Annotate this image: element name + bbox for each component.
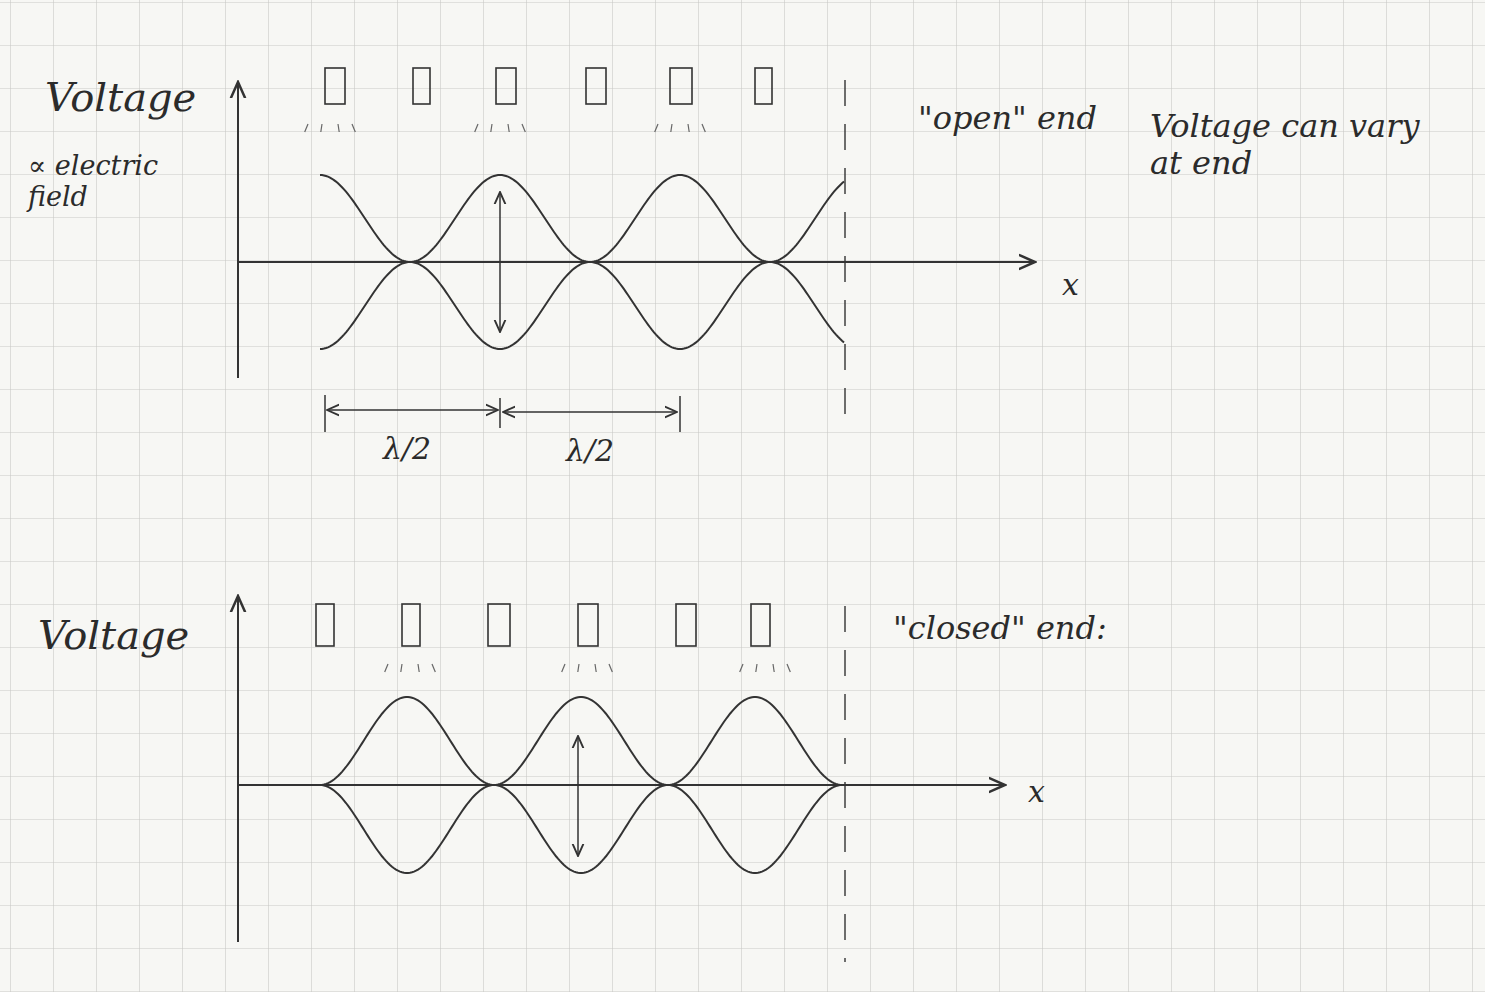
field-mark xyxy=(338,124,339,132)
drift-tube xyxy=(316,604,334,646)
axis-label: x xyxy=(1062,268,1079,303)
field-mark xyxy=(740,664,743,672)
field-mark xyxy=(655,124,658,132)
field-mark xyxy=(491,124,492,132)
y-axis xyxy=(237,596,239,942)
voltage-envelope xyxy=(320,262,844,349)
amplitude-arrow xyxy=(577,736,579,856)
note: Voltage xyxy=(38,612,189,658)
dimension-tick xyxy=(324,395,326,432)
dimension-tick xyxy=(499,398,501,428)
end-line xyxy=(844,80,845,425)
note: Voltage can vary at end xyxy=(1150,108,1440,182)
x-axis xyxy=(238,784,1005,786)
note: "open" end xyxy=(918,100,1097,137)
field-mark xyxy=(522,124,525,132)
dimension-tick xyxy=(679,396,681,432)
drift-tube xyxy=(755,68,772,104)
dimension-arrow xyxy=(327,409,498,411)
field-mark xyxy=(475,124,478,132)
drift-tube xyxy=(402,604,420,646)
dimension-arrow xyxy=(503,411,677,413)
field-mark xyxy=(773,664,774,672)
field-mark xyxy=(385,664,388,672)
y-axis xyxy=(237,82,239,378)
field-mark xyxy=(787,664,790,672)
field-mark xyxy=(352,124,355,132)
note: Voltage xyxy=(45,74,196,120)
voltage-envelope xyxy=(320,175,844,262)
field-mark xyxy=(418,664,419,672)
field-mark xyxy=(609,664,612,672)
drift-tube xyxy=(586,68,606,104)
dimension-label: λ/2 xyxy=(383,432,431,467)
field-mark xyxy=(401,664,402,672)
field-mark xyxy=(508,124,509,132)
drift-tube xyxy=(325,68,345,104)
drift-tube xyxy=(751,604,770,646)
dimension-label: λ/2 xyxy=(566,434,614,469)
drift-tube xyxy=(413,68,430,104)
field-mark xyxy=(562,664,565,672)
drift-tube xyxy=(496,68,516,104)
note: "closed" end: xyxy=(893,610,1107,647)
field-mark xyxy=(688,124,689,132)
drift-tube xyxy=(488,604,510,646)
axis-label: x xyxy=(1028,775,1045,810)
field-mark xyxy=(702,124,705,132)
field-mark xyxy=(578,664,579,672)
amplitude-arrow xyxy=(499,192,501,332)
field-mark xyxy=(305,124,308,132)
note: ∝ electric field xyxy=(28,150,218,212)
field-mark xyxy=(321,124,322,132)
drift-tube xyxy=(578,604,598,646)
x-axis xyxy=(238,261,1035,263)
field-mark xyxy=(595,664,596,672)
field-mark xyxy=(432,664,435,672)
end-line xyxy=(844,606,845,962)
drift-tube xyxy=(670,68,692,104)
voltage-envelope xyxy=(320,697,842,785)
voltage-envelope xyxy=(320,785,842,873)
field-mark xyxy=(756,664,757,672)
drift-tube xyxy=(676,604,696,646)
field-mark xyxy=(671,124,672,132)
